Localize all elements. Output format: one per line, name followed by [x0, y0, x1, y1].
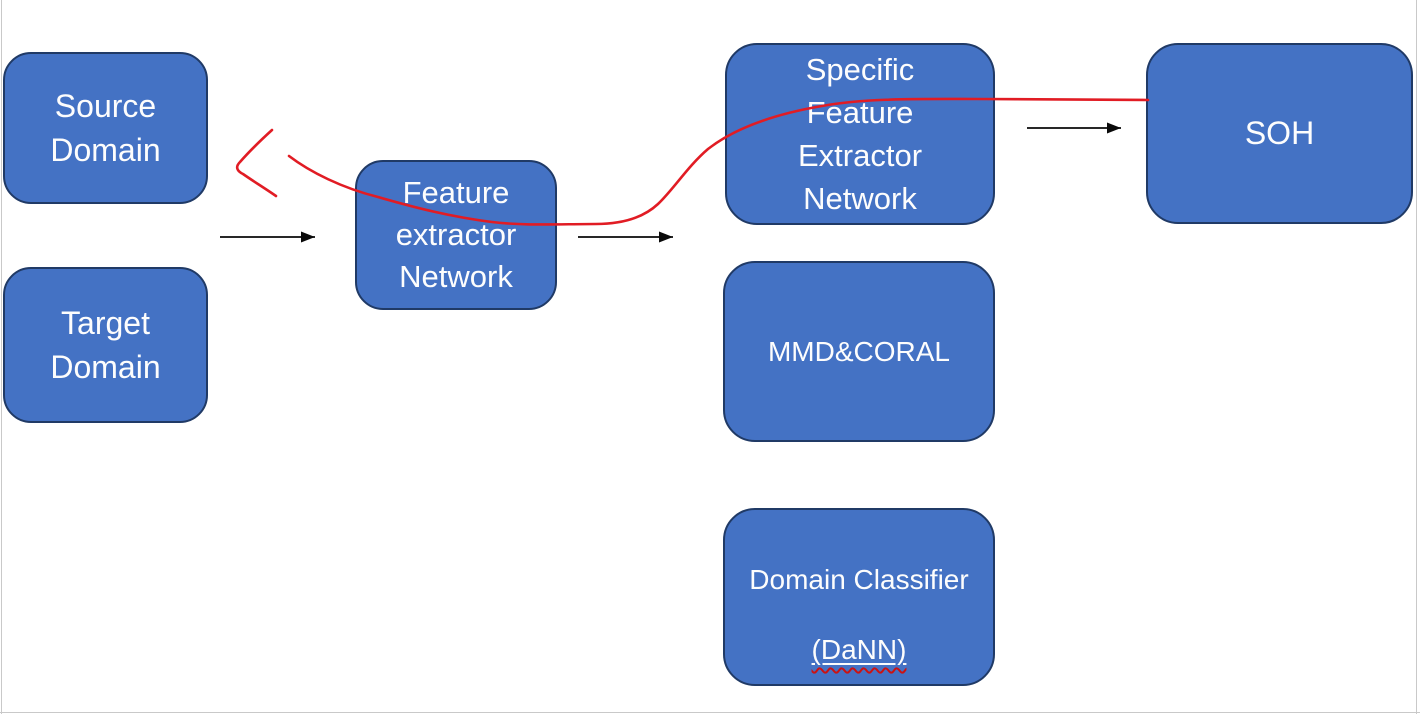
source-domain-label: Source Domain: [50, 88, 161, 168]
domain-classifier-line2: (DaNN): [811, 634, 907, 665]
soh-label: SOH: [1244, 115, 1315, 151]
domain-classifier-line2-underline: (DaNN): [812, 634, 907, 665]
slide-border-right: [1416, 0, 1417, 714]
shape-specific-feature-extractor-network[interactable]: Specific Feature Extractor Network: [725, 43, 995, 225]
shape-target-domain[interactable]: Target Domain: [3, 267, 208, 423]
mmd-coral-label: MMD&CORAL: [767, 335, 950, 367]
domain-classifier-line1: Domain Classifier: [749, 564, 969, 595]
target-domain-label: Target Domain: [50, 305, 161, 385]
domain-classifier-label: Domain Classifier (DaNN): [725, 527, 993, 667]
shape-source-domain[interactable]: Source Domain: [3, 52, 208, 204]
slide-border-left: [1, 0, 2, 714]
slide-border-bottom: [0, 712, 1420, 713]
shape-mmd-coral[interactable]: MMD&CORAL: [723, 261, 995, 442]
red-annotation-arrowhead: [235, 128, 278, 198]
shape-feature-extractor-network[interactable]: Feature extractor Network: [355, 160, 557, 310]
feature-extractor-label: Feature extractor Network: [395, 175, 517, 294]
specific-feature-extractor-label: Specific Feature Extractor Network: [797, 52, 923, 216]
shape-soh[interactable]: SOH: [1146, 43, 1413, 224]
shape-domain-classifier[interactable]: Domain Classifier (DaNN): [723, 508, 995, 686]
